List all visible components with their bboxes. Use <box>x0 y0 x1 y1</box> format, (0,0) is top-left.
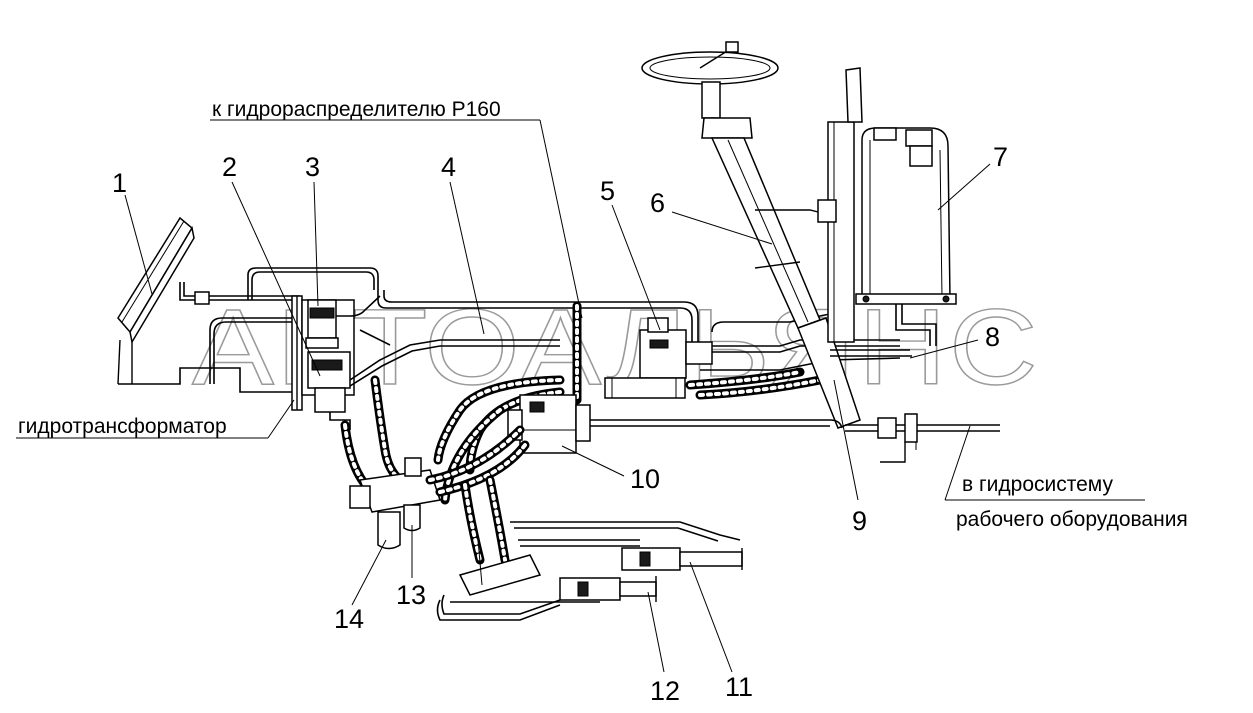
component-13-14-filters <box>340 375 530 550</box>
label-4: 4 <box>441 152 456 182</box>
leader-lines <box>16 119 1145 673</box>
component-11-cylinder <box>621 547 743 571</box>
label-12: 12 <box>650 676 680 706</box>
caption-to-hydraulic-system-line2: рабочего оборудования <box>956 508 1188 531</box>
label-14: 14 <box>334 604 364 634</box>
label-10: 10 <box>630 464 660 494</box>
component-3-filter <box>305 295 381 349</box>
component-2-pump <box>307 351 351 430</box>
label-6: 6 <box>650 188 665 218</box>
component-5-valve <box>604 317 713 399</box>
component-12-cylinder <box>559 576 657 602</box>
seat-frame <box>817 67 863 343</box>
pipes-converter-to-right <box>349 329 441 387</box>
label-2: 2 <box>222 152 237 182</box>
pipes-left <box>179 267 379 393</box>
component-10-distributor <box>507 394 843 454</box>
component-4-pipe <box>377 290 699 352</box>
label-13: 13 <box>396 580 426 610</box>
component-7-tank <box>855 127 957 346</box>
pipes-to-8 <box>685 313 901 400</box>
label-1: 1 <box>112 168 127 198</box>
component-1-panel <box>117 216 195 385</box>
label-9: 9 <box>852 506 867 536</box>
caption-to-hydraulic-system-line1: в гидросистему <box>962 473 1113 496</box>
hoses-to-10 <box>433 375 565 505</box>
caption-to-distributor: к гидрораспределителю Р160 <box>212 98 501 121</box>
caption-torque-converter: гидротрансформатор <box>18 415 227 438</box>
label-11: 11 <box>725 672 753 702</box>
label-8: 8 <box>985 322 1000 352</box>
label-5: 5 <box>600 176 615 206</box>
label-3: 3 <box>305 152 320 182</box>
lower-frame <box>436 475 741 621</box>
pipe-to-working-equipment <box>845 413 1000 463</box>
component-8-pipes <box>830 349 912 357</box>
label-7: 7 <box>993 142 1008 172</box>
